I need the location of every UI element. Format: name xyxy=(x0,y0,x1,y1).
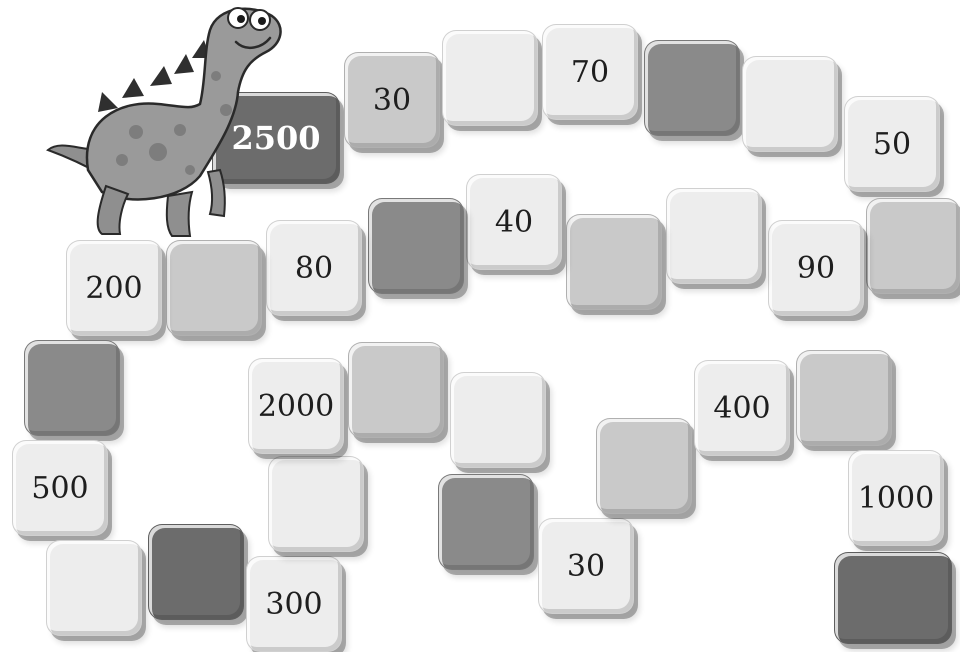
board-tile[interactable] xyxy=(148,524,244,620)
board-tile[interactable] xyxy=(348,342,444,438)
board-tile[interactable] xyxy=(566,214,662,310)
board-tile[interactable]: 70 xyxy=(542,24,638,120)
board-tile[interactable]: 50 xyxy=(844,96,940,192)
board-tile[interactable]: 1000 xyxy=(848,450,944,546)
board-tile[interactable] xyxy=(666,188,762,284)
board-tile[interactable]: 400 xyxy=(694,360,790,456)
board-tile[interactable]: 30 xyxy=(538,518,634,614)
board-tile[interactable] xyxy=(268,456,364,552)
board-tile[interactable] xyxy=(24,340,120,436)
board-tile[interactable]: 300 xyxy=(246,556,342,652)
board-tile[interactable]: 30 xyxy=(344,52,440,148)
board-tile[interactable] xyxy=(450,372,546,468)
board-tile[interactable]: 500 xyxy=(12,440,108,536)
board-tile[interactable] xyxy=(46,540,142,636)
board-tile[interactable]: 2000 xyxy=(248,358,344,454)
board-tile[interactable]: 90 xyxy=(768,220,864,316)
dinosaur-icon xyxy=(40,0,300,250)
board-tile-finish[interactable] xyxy=(834,552,952,644)
board-tile[interactable]: 200 xyxy=(66,240,162,336)
board-tile[interactable] xyxy=(596,418,692,514)
board-tile[interactable] xyxy=(866,198,960,294)
board-tile[interactable] xyxy=(742,56,838,152)
board-tile[interactable] xyxy=(442,30,538,126)
board-tile[interactable] xyxy=(796,350,892,446)
board-tile[interactable] xyxy=(644,40,740,136)
board-tile[interactable] xyxy=(438,474,534,570)
board-tile[interactable]: 40 xyxy=(466,174,562,270)
board-tile[interactable] xyxy=(368,198,464,294)
board-tile[interactable] xyxy=(166,240,262,336)
